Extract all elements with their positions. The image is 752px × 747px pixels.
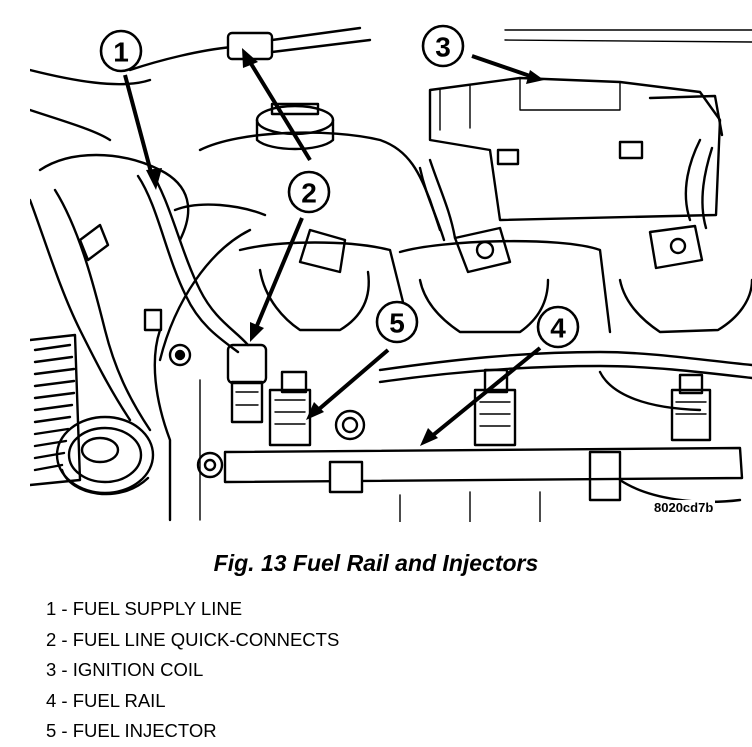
callout-2: 2 <box>287 170 331 214</box>
engine-illustration: 1 2 3 5 4 8020cd7b <box>30 24 752 522</box>
legend-item-1: 1 - FUEL SUPPLY LINE <box>46 598 243 619</box>
image-code: 8020cd7b <box>652 500 716 515</box>
legend-item-4: 4 - FUEL RAIL <box>46 689 166 711</box>
engine-drawing: 1 2 3 5 4 <box>30 24 752 522</box>
callout-3: 3 <box>421 24 465 68</box>
legend-item-5: 5 - FUEL INJECTOR <box>46 720 217 741</box>
callout-4-label: 4 <box>550 313 566 344</box>
legend-item-2: 2 - FUEL LINE QUICK-CONNECTS <box>46 628 340 650</box>
legend-list: 1 - FUEL SUPPLY LINE 2 - FUEL LINE QUICK… <box>46 594 339 747</box>
figure-caption: Fig. 13 Fuel Rail and Injectors <box>213 550 539 576</box>
legend-item-3: 3 - IGNITION COIL <box>46 659 204 680</box>
callout-5: 5 <box>375 300 419 344</box>
callout-2-label: 2 <box>301 178 317 209</box>
callout-4: 4 <box>536 305 580 349</box>
callout-3-label: 3 <box>435 32 451 63</box>
callout-1: 1 <box>99 29 143 73</box>
callout-1-label: 1 <box>113 37 129 68</box>
callout-5-label: 5 <box>389 308 405 339</box>
